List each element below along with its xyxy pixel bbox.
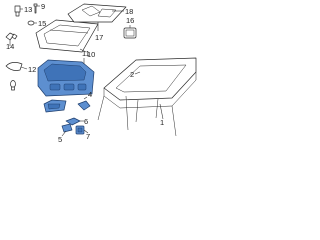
callout-12: 12	[28, 65, 36, 74]
callout-10: 10	[87, 50, 95, 59]
part-7-module	[75, 125, 85, 135]
callout-16: 16	[126, 16, 134, 25]
part-5-lens	[61, 123, 73, 133]
callout-7: 7	[86, 132, 90, 141]
callout-4: 4	[88, 90, 92, 99]
part-11-overhead-console	[37, 59, 95, 97]
part-13-clip	[14, 5, 23, 17]
part-10-frame	[35, 19, 99, 53]
part-4-switch	[77, 100, 91, 111]
part-16-cover	[123, 27, 137, 39]
part-14-bracket	[5, 32, 18, 41]
callout-17: 17	[95, 33, 103, 42]
callout-11: 11	[82, 49, 90, 58]
callout-2: 2	[130, 70, 134, 79]
part-1-headliner	[97, 57, 197, 137]
callout-15: 15	[38, 19, 46, 28]
callout-18: 18	[125, 7, 133, 16]
callout-14: 14	[6, 42, 14, 51]
callout-9: 9	[41, 2, 45, 11]
callout-5: 5	[58, 135, 62, 144]
part-3-bulb	[10, 80, 16, 91]
callout-13: 13	[24, 5, 32, 14]
part-12-cover	[5, 62, 23, 71]
part-17-console	[67, 3, 127, 23]
part-9-screw	[33, 3, 40, 14]
part-15-pin	[27, 20, 37, 26]
callout-1: 1	[160, 118, 164, 127]
part-8-lamp	[43, 99, 67, 113]
part-6-connector	[65, 117, 84, 126]
parts-diagram: 13 9 15 14 10 18 17 16 12	[5, 2, 197, 144]
callout-6: 6	[84, 117, 88, 126]
